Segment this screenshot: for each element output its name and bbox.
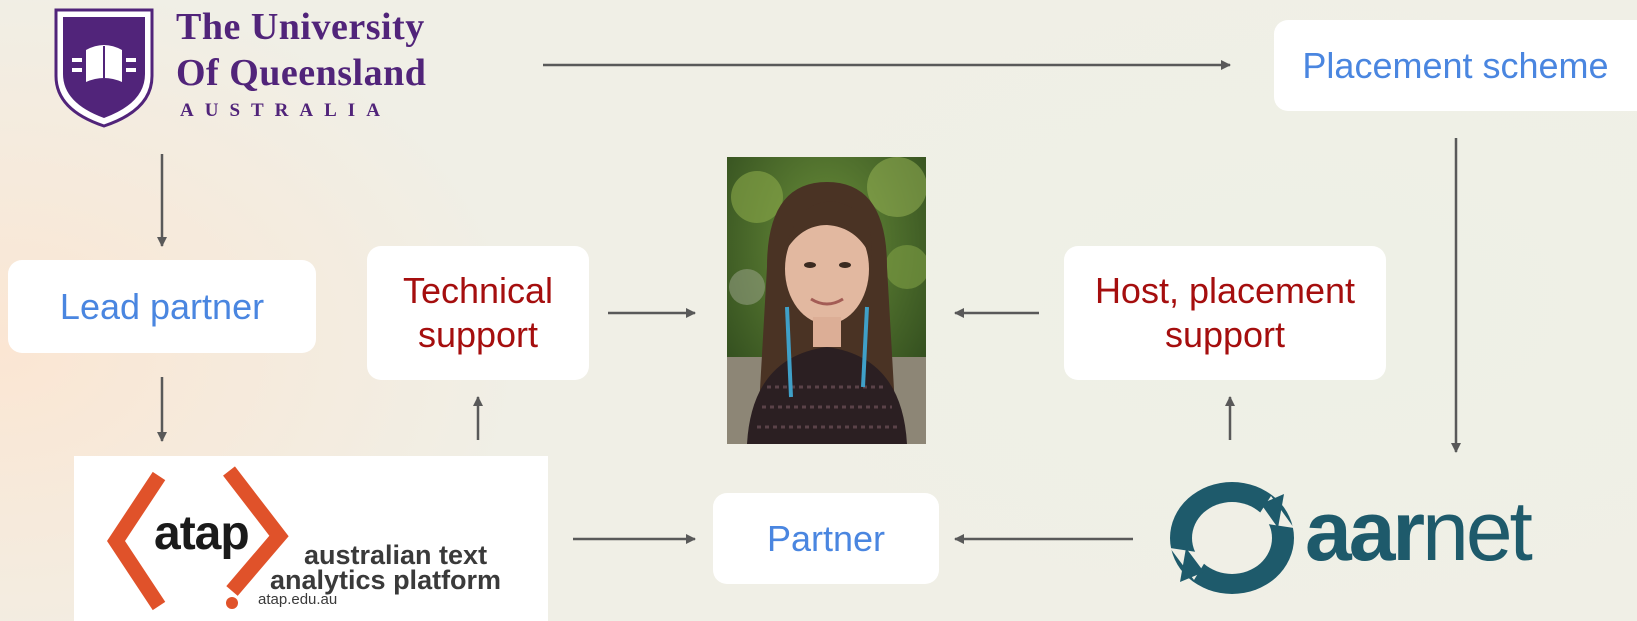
uq-name-line1: The University [176,6,425,48]
uq-name-line2: Of Queensland [176,52,427,94]
host-support-label-line1: Host, placement [1094,270,1356,311]
technical-support-label-line2: support [417,314,539,355]
host-support-label-line2: support [1164,314,1286,355]
aarnet-wordmark-net: net [1422,484,1533,578]
placement-scheme-label: Placement scheme [1302,44,1609,86]
aarnet-wordmark-aar: aar [1305,484,1425,578]
lead-partner-box: Lead partner [8,260,316,353]
atap-wordmark: atap [154,507,250,560]
host-placement-support-box: Host, placement support [1064,246,1386,380]
placement-scheme-box: Placement scheme [1274,20,1637,111]
technical-support-box: Technical support [367,246,589,380]
technical-support-label-line1: Technical [402,270,554,311]
lead-partner-label: Lead partner [59,285,265,327]
atap-chevrons-icon [107,466,289,611]
partner-box: Partner [713,493,939,584]
atap-tagline-line2: analytics platform [270,565,502,595]
atap-logo: atap australian text analytics platform … [74,456,548,621]
person-portrait-image [727,157,926,444]
person-photo [727,157,926,444]
uq-logo: The University Of Queensland AUSTRALIA [52,4,522,130]
atap-url: atap.edu.au [258,591,338,608]
atap-tagline-line1: australian text [304,540,488,570]
aarnet-arrows-icon [1170,482,1294,594]
uq-crest-icon [54,8,154,128]
partner-label: Partner [766,517,886,559]
aarnet-wordmark: aarnet [1305,484,1533,578]
aarnet-logo: aarnet [1160,476,1540,601]
uq-country: AUSTRALIA [180,100,391,121]
